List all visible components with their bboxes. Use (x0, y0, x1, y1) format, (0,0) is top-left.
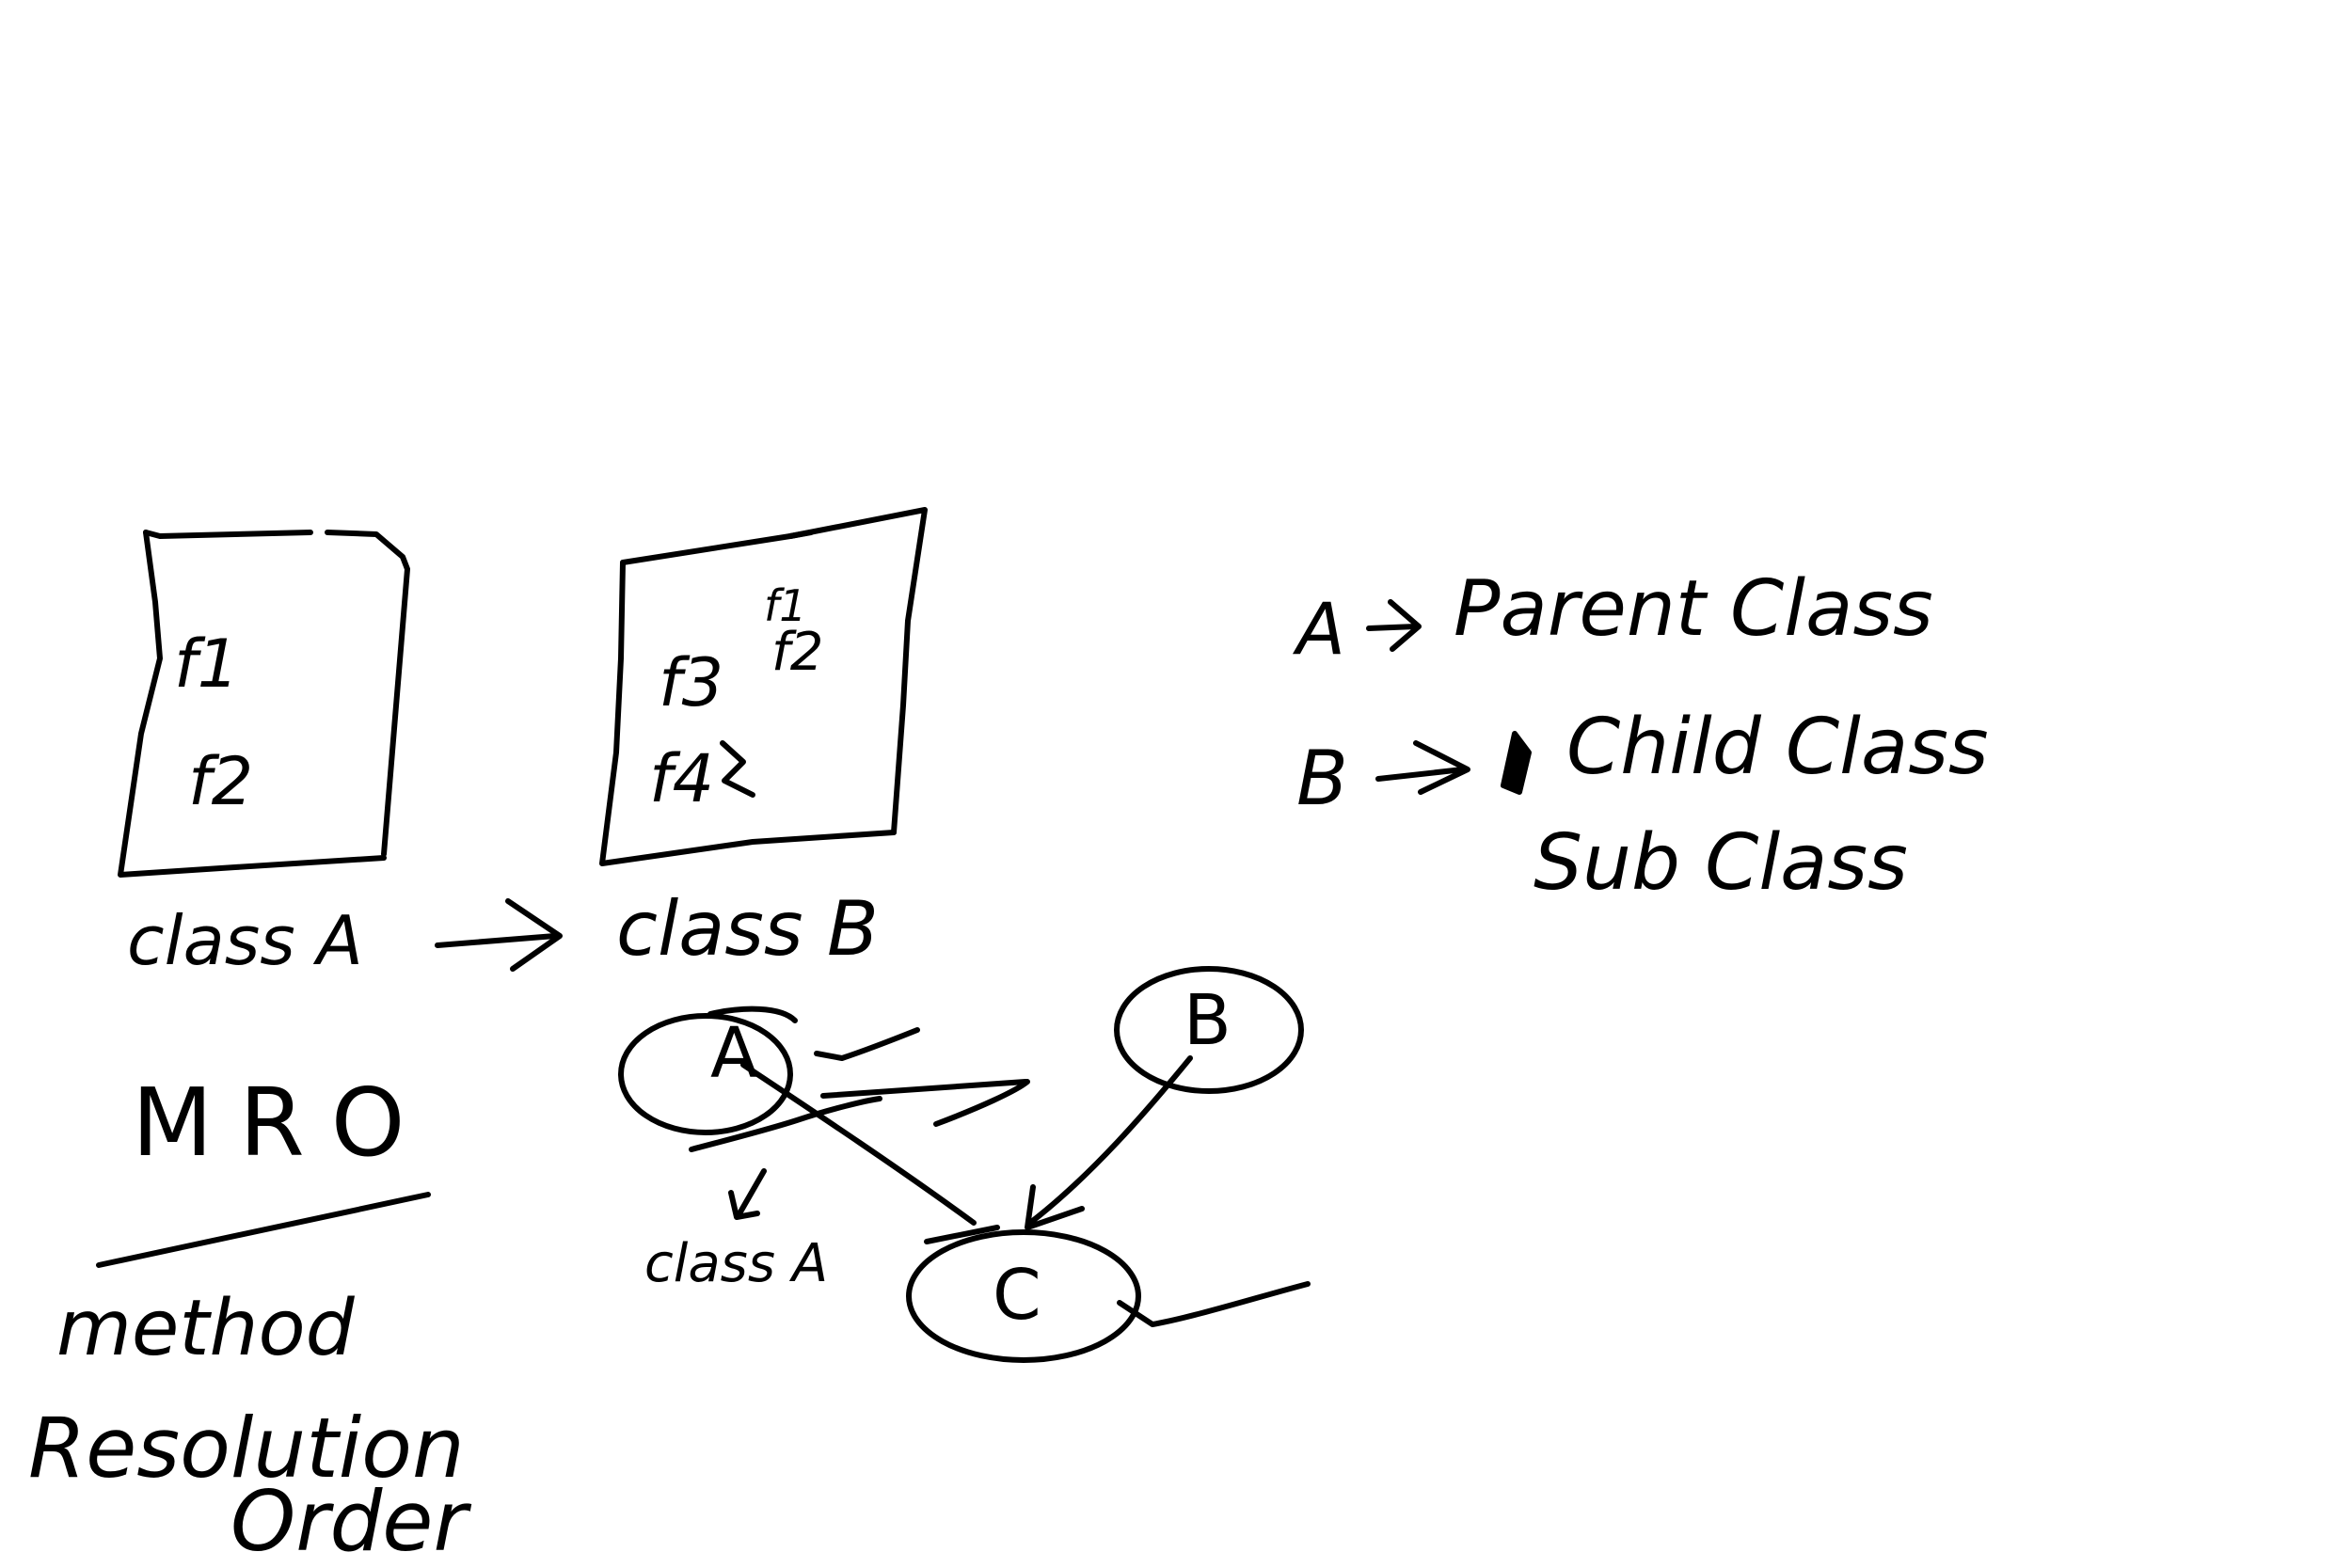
mro-acronym: MRO (132, 1068, 431, 1178)
node-c-circle (906, 1229, 1141, 1363)
mro-expansion-2: Resolution (28, 1400, 465, 1497)
class-b-annotation-2: f2 (771, 622, 823, 683)
legend-b-alt-text: Sub Class (1534, 818, 1908, 908)
inheritance-arrow (435, 898, 563, 972)
mro-expansion-1: method (56, 1284, 356, 1373)
node-c-label: C (993, 1255, 1041, 1336)
mro-note: MRO method Resolution Order (28, 1068, 471, 1568)
mro-expansion-3: Order (230, 1473, 471, 1568)
node-a-label: A (710, 1013, 758, 1094)
class-b-member-1: f3 (659, 644, 723, 721)
legend-b-letter: B (1296, 735, 1348, 822)
inheritance-graph: A B C class A (618, 966, 1311, 1363)
class-b-box: f3 f4 f1 f2 (599, 507, 928, 866)
class-b-annotation-1: f1 (764, 580, 806, 631)
node-a-caption: class A (644, 1233, 828, 1294)
class-a-member-2: f2 (188, 743, 253, 820)
class-b-member-2: f4 (649, 740, 714, 817)
legend-b-text: Child Class (1566, 703, 1989, 792)
legend-a-text: Parent Class (1454, 564, 1933, 654)
node-a-circle (618, 1013, 793, 1135)
class-a-member-1: f1 (174, 626, 239, 703)
class-b-label: class B (616, 885, 879, 973)
class-a-label: class A (127, 901, 363, 980)
class-a-box: f1 f2 (118, 530, 410, 878)
node-b-label: B (1184, 980, 1232, 1061)
legend: A Parent Class B Child Class Sub Class (1292, 564, 1989, 908)
node-b-circle (1114, 966, 1304, 1094)
legend-a-letter: A (1292, 587, 1345, 671)
